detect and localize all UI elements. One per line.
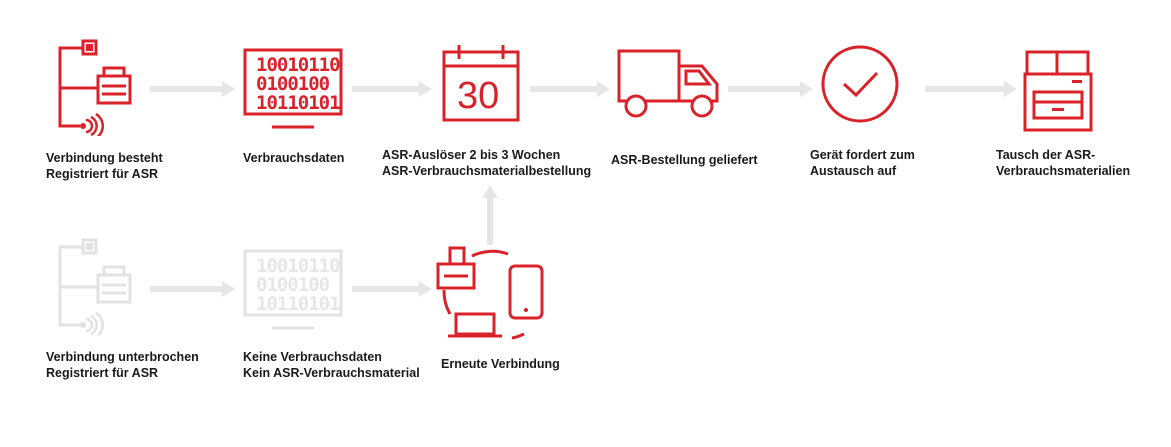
svg-text:10010110: 10010110 xyxy=(256,54,340,76)
step-label-consumption-data: Verbrauchsdaten xyxy=(243,151,345,165)
calendar-icon: 30 xyxy=(442,45,520,122)
binary-monitor-disabled-icon: 10010110 0100100 10110101 xyxy=(243,249,343,330)
step-label-replacement: Tausch der ASR-Verbrauchsmaterialien xyxy=(996,148,1131,178)
binary-monitor-icon: 10010110 0100100 10110101 xyxy=(243,48,343,129)
step-label-asr-delivered: ASR-Bestellung geliefert xyxy=(611,153,758,167)
svg-text:0100100: 0100100 xyxy=(256,274,330,296)
printer-disconnected-icon xyxy=(58,238,132,335)
flow-arrow-up xyxy=(482,185,498,245)
printer-icon xyxy=(1023,50,1093,132)
svg-text:10110101: 10110101 xyxy=(256,92,340,114)
flow-arrow xyxy=(728,81,813,97)
svg-text:10110101: 10110101 xyxy=(256,293,340,315)
flow-arrow xyxy=(352,281,432,297)
checkmark-circle-icon xyxy=(821,45,899,123)
truck-icon xyxy=(617,49,719,118)
svg-text:30: 30 xyxy=(457,75,499,117)
printer-network-icon xyxy=(58,39,132,136)
svg-text:0100100: 0100100 xyxy=(256,73,330,95)
svg-text:10010110: 10010110 xyxy=(256,255,340,277)
devices-cycle-icon xyxy=(436,246,544,340)
flow-arrow xyxy=(150,281,235,297)
flow-arrow xyxy=(530,81,610,97)
flow-arrow xyxy=(352,81,432,97)
flow-arrow xyxy=(150,81,235,97)
step-label-reconnect: Erneute Verbindung xyxy=(441,357,560,371)
flow-arrow xyxy=(925,81,1017,97)
